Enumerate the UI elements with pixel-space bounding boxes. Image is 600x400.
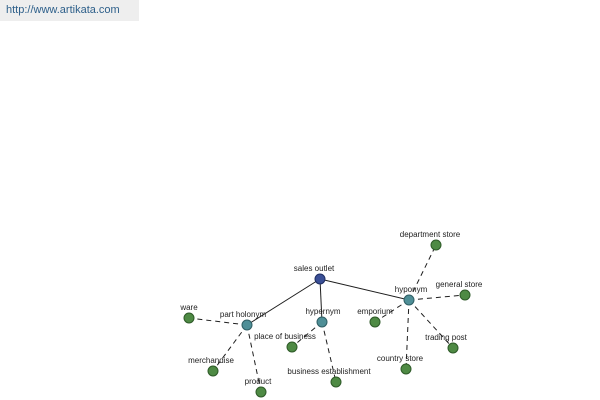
label-hypernym: hypernym xyxy=(305,307,340,316)
node-department-store[interactable] xyxy=(430,239,442,251)
edge-hypernym-place-of-business xyxy=(291,321,323,348)
label-hyponym: hyponym xyxy=(395,285,428,294)
label-merchandise: merchandise xyxy=(188,356,234,365)
edge-part-holonym-product xyxy=(246,324,262,393)
node-product[interactable] xyxy=(255,386,267,398)
label-department-store: department store xyxy=(400,230,461,239)
edge-hyponym-country-store xyxy=(405,299,410,370)
edge-hyponym-department-store xyxy=(408,244,437,301)
label-emporium: emporium xyxy=(357,307,393,316)
node-trading-post[interactable] xyxy=(447,342,459,354)
node-sales-outlet[interactable] xyxy=(314,273,326,285)
label-ware: ware xyxy=(179,303,198,312)
site-url-link[interactable]: http://www.artikata.com xyxy=(6,4,120,16)
label-product: product xyxy=(245,377,272,386)
edge-hyponym-emporium xyxy=(374,299,410,323)
node-business-establishment[interactable] xyxy=(330,376,342,388)
edge-part-holonym-merchandise xyxy=(212,324,248,372)
node-general-store[interactable] xyxy=(459,289,471,301)
edge-part-holonym-ware xyxy=(188,317,248,326)
node-hyponym[interactable] xyxy=(403,294,415,306)
label-business-establishment: business establishment xyxy=(287,367,371,376)
node-part-holonym[interactable] xyxy=(241,319,253,331)
label-general-store: general store xyxy=(436,280,483,289)
edge-root-hyponym xyxy=(319,278,410,301)
edge-hypernym-business-establishment xyxy=(321,321,337,383)
node-hypernym[interactable] xyxy=(316,316,328,328)
url-bar: http://www.artikata.com xyxy=(0,0,139,21)
node-country-store[interactable] xyxy=(400,363,412,375)
label-trading-post: trading post xyxy=(425,333,468,342)
node-ware[interactable] xyxy=(183,312,195,324)
edge-hyponym-trading-post xyxy=(408,299,454,349)
node-merchandise[interactable] xyxy=(207,365,219,377)
label-country-store: country store xyxy=(377,354,424,363)
edge-root-hypernym xyxy=(319,278,323,323)
label-place-of-business: place of business xyxy=(254,332,316,341)
edge-root-part-holonym xyxy=(246,278,321,326)
label-sales-outlet: sales outlet xyxy=(294,264,335,273)
label-part-holonym: part holonym xyxy=(220,310,267,319)
node-place-of-business[interactable] xyxy=(286,341,298,353)
edge-hyponym-general-store xyxy=(408,294,466,301)
node-emporium[interactable] xyxy=(369,316,381,328)
